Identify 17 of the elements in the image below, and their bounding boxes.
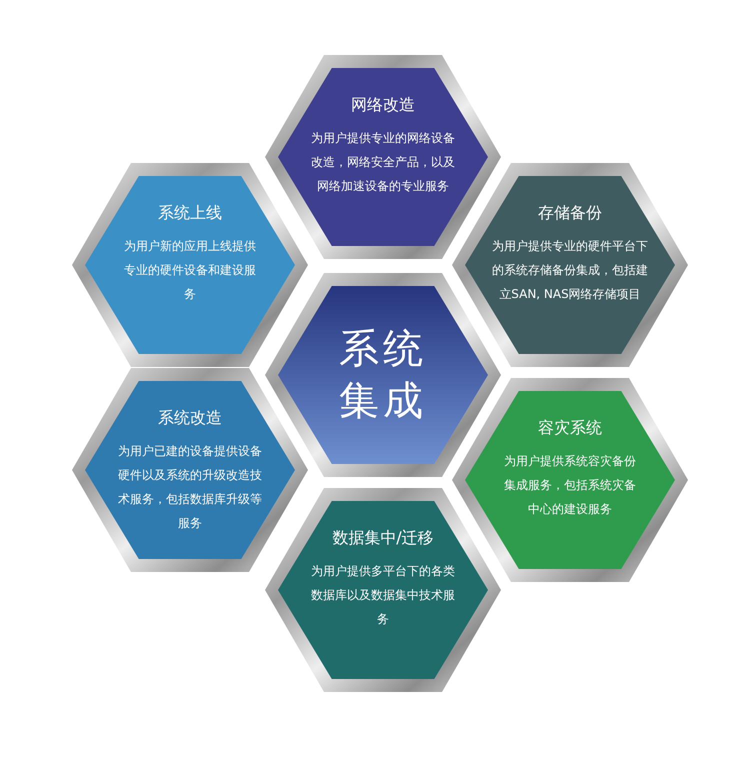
hexagon-description: 为用户提供系统容灾备份集成服务，包括系统灾备中心的建设服务 bbox=[503, 453, 637, 518]
hexagon-description: 为用户新的应用上线提供专业的硬件设备和建设服务 bbox=[123, 238, 257, 303]
hexagon-title: 存储备份 bbox=[538, 203, 602, 224]
hexagon-title: 系统改造 bbox=[158, 408, 222, 429]
hexagon-title: 系统上线 bbox=[158, 203, 222, 224]
hexagon-description: 为用户提供多平台下的各类数据库以及数据集中技术服务 bbox=[310, 563, 456, 628]
hexagon-description: 为用户已建的设备提供设备硬件以及系统的升级改造技术服务，包括数据库升级等服务 bbox=[117, 443, 263, 532]
hexagon-title: 网络改造 bbox=[351, 95, 415, 116]
hexagon-tile bbox=[72, 368, 308, 572]
hexagon-description: 为用户提供专业的网络设备改造，网络安全产品，以及网络加速设备的专业服务 bbox=[310, 130, 456, 195]
hexagon-tile bbox=[265, 55, 501, 259]
hexagon-title: 数据集中/迁移 bbox=[332, 528, 434, 549]
hexagon-tile bbox=[265, 488, 501, 692]
hexagon-description: 为用户提供专业的硬件平台下的系统存储备份集成，包括建立SAN, NAS网络存储项目 bbox=[491, 238, 649, 303]
center-title: 系统集成 bbox=[338, 325, 428, 426]
hexagon-title: 容灾系统 bbox=[538, 418, 602, 439]
hexagon-tile bbox=[72, 163, 308, 367]
